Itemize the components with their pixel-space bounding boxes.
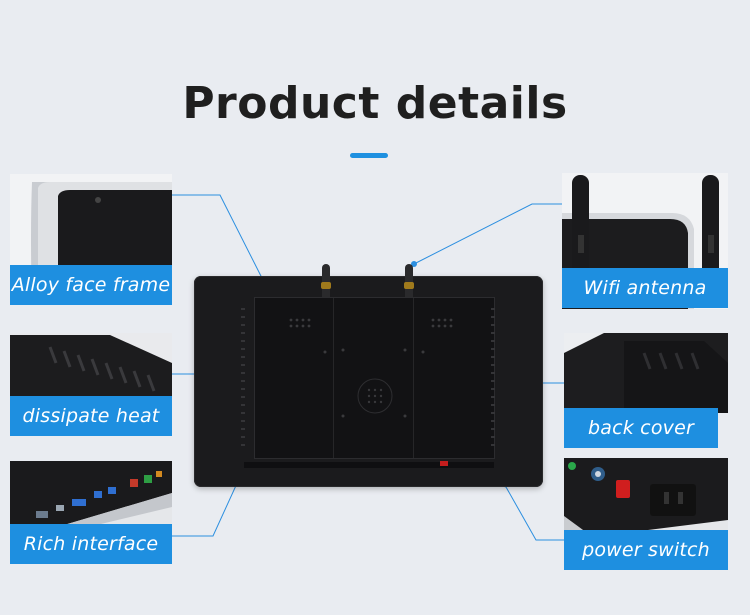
label-alloy-face-frame: Alloy face frame — [10, 265, 172, 305]
label-power-switch: power switch — [564, 530, 728, 570]
label-rich-interface: Rich interface — [10, 524, 172, 564]
product-back-view — [194, 264, 543, 487]
thumb-back-cover — [564, 333, 728, 413]
power-switch-mini — [440, 461, 448, 466]
back-cover-plate — [254, 297, 495, 459]
thumb-power-switch — [564, 458, 728, 538]
title-underline — [350, 153, 388, 158]
antenna-right — [404, 264, 414, 304]
label-wifi-antenna: Wifi antenna — [562, 268, 728, 308]
bottom-port-strip — [244, 462, 494, 468]
antenna-left — [321, 264, 331, 304]
label-back-cover: back cover — [564, 408, 718, 448]
thumb-dissipate-heat — [10, 333, 172, 403]
page-title: Product details — [182, 78, 568, 129]
label-dissipate-heat: dissipate heat — [10, 396, 172, 436]
